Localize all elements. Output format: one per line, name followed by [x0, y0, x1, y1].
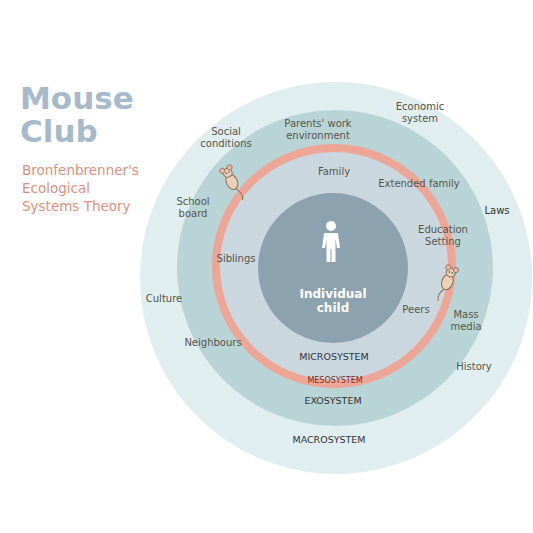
system-item: History — [456, 361, 492, 373]
system-label: EXOSYSTEM — [304, 396, 361, 407]
mouse-illustration — [434, 264, 459, 304]
brand-logo: Mouse Club — [20, 82, 134, 148]
system-label: MESOSYSTEM — [307, 376, 362, 385]
system-item: Mass media — [450, 309, 481, 332]
diagram-title: Bronfenbrenner's Ecological Systems Theo… — [22, 161, 139, 215]
mouse-body — [223, 172, 240, 191]
system-item: Culture — [146, 293, 182, 305]
circle-outline — [258, 193, 408, 343]
mouse-body — [439, 272, 455, 291]
system-item: Extended family — [378, 178, 460, 190]
mouse-illustration — [219, 164, 247, 204]
system-item: Education Setting — [418, 224, 468, 247]
system-label: MACROSYSTEM — [292, 435, 365, 446]
mesosystem-ring: MESOSYSTEMMICROSYSTEMFamilyExtended fami… — [212, 144, 456, 388]
mouse-ear — [445, 264, 452, 271]
macrosystem-band: MACROSYSTEM Economic systemLaws Social con… — [140, 82, 532, 474]
child-icon — [322, 221, 340, 262]
system-item: Individual child — [300, 288, 367, 316]
mouse-eye — [451, 272, 453, 274]
circle-fill — [258, 193, 408, 343]
mouse-ear — [453, 267, 460, 274]
mouse-ear — [219, 167, 226, 174]
system-label: MICROSYSTEM — [299, 352, 369, 363]
child-head — [326, 221, 336, 231]
mouse-eye — [225, 172, 227, 174]
mouse-eye — [448, 271, 450, 273]
system-item: Social conditions — [200, 126, 251, 149]
child-body — [322, 233, 340, 262]
exosystem-band: EXOSYSTEM Parents' work environmentSchool… — [177, 110, 493, 426]
system-item: Siblings — [217, 253, 256, 265]
mouse-head — [445, 267, 457, 279]
microsystem-circle: MICROSYSTEMFamilyExtended familyEducatio… — [220, 152, 448, 380]
individual-circle: Individual child — [258, 193, 408, 343]
system-item: Economic system — [396, 101, 444, 124]
mouse-tail — [235, 187, 244, 201]
mouse-tail — [437, 287, 445, 301]
circle-fill — [177, 110, 493, 426]
mouse-ear — [226, 164, 233, 171]
system-item: Peers — [402, 304, 429, 316]
system-item: Laws — [484, 205, 509, 217]
mouse-eye — [228, 171, 230, 173]
system-item: Parents' work environment — [276, 118, 360, 141]
circle-fill — [140, 82, 532, 474]
system-item: Neighbours — [184, 337, 241, 349]
mouse-head — [222, 167, 234, 179]
system-item: School board — [176, 196, 209, 219]
system-item: Family — [318, 166, 350, 178]
